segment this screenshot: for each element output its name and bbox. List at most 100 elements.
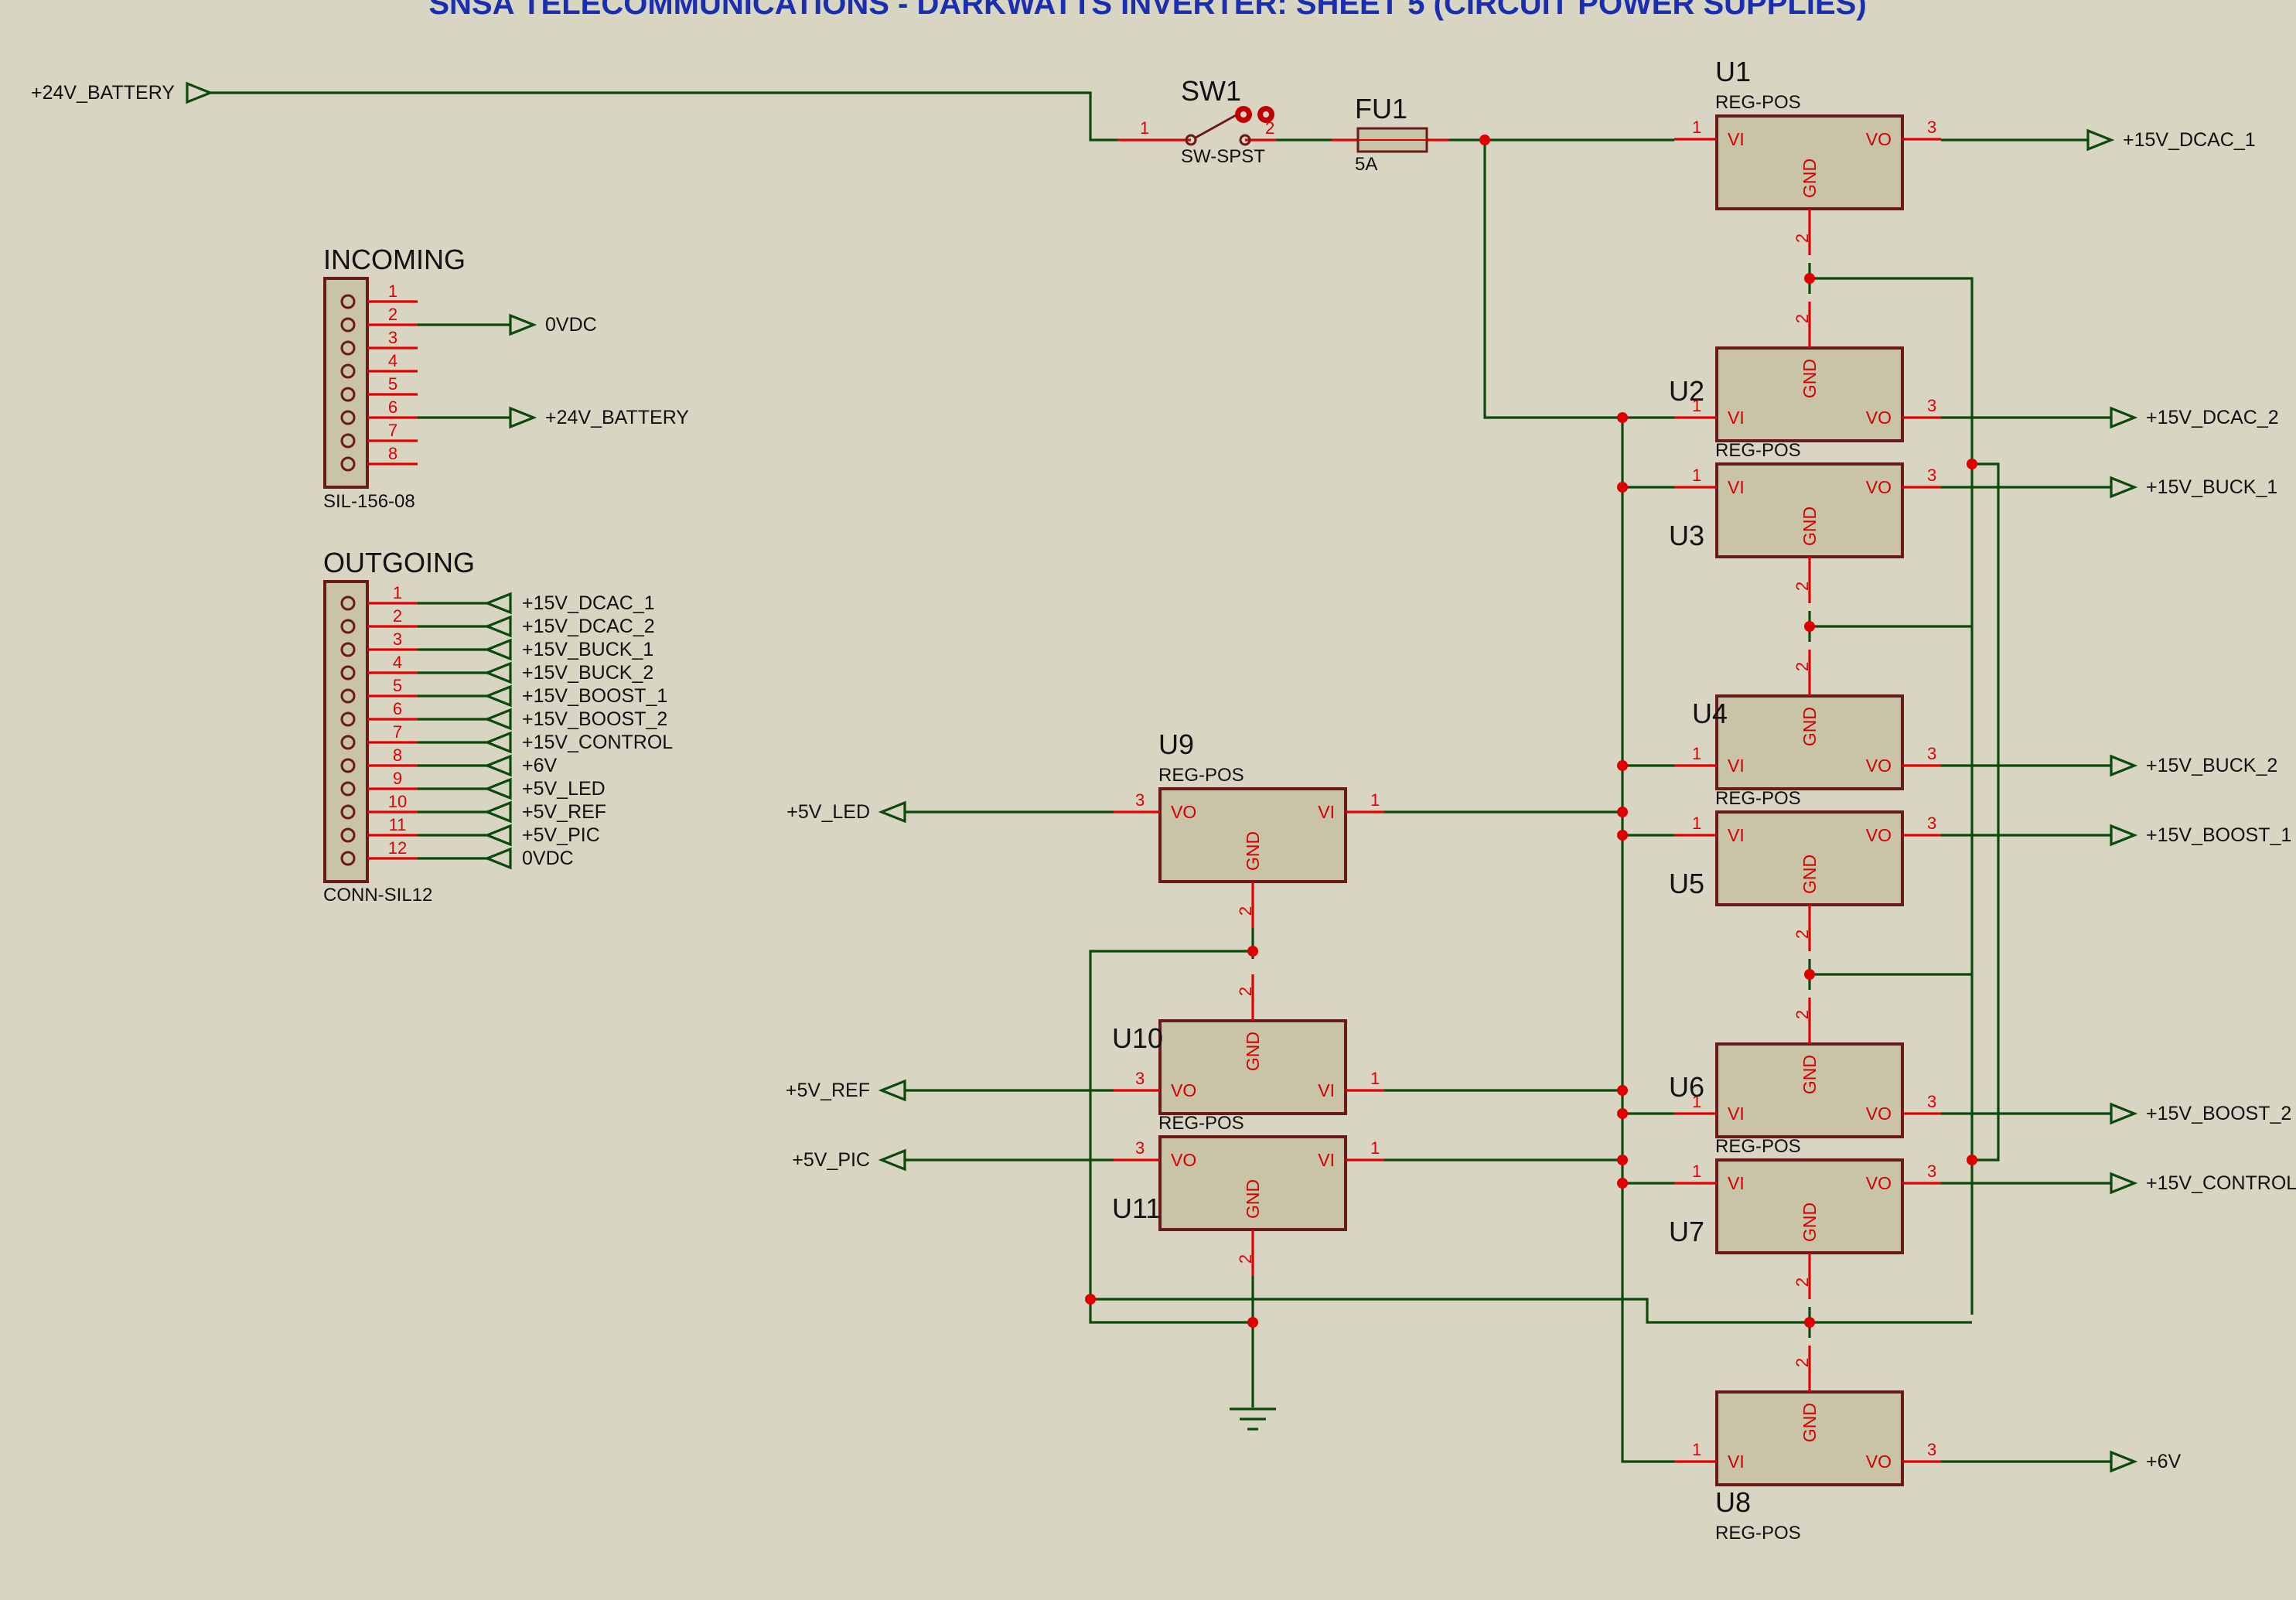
regulator-value: REG-POS [1715,92,1801,113]
regulator-value: REG-POS [1715,1523,1801,1544]
regulator-body [1715,694,1904,790]
incoming-pin-8: 8 [388,444,397,463]
pin-label-left: VI [1728,1104,1745,1124]
sw1-ref: SW1 [1181,75,1241,107]
pin-label-right: VI [1318,802,1335,822]
pin-number-right: 3 [1927,1092,1936,1111]
outgoing-pin-8: 8 [393,745,402,765]
pin-label-gnd: GND [1800,1403,1820,1442]
pin-number-left: 1 [1692,118,1701,137]
outgoing-pin-10: 10 [388,792,407,811]
outgoing-net-6: +15V_BOOST_2 [522,708,667,730]
pin-number-right: 1 [1370,1069,1380,1088]
pin-number-right: 1 [1370,790,1380,810]
regulator-value: REG-POS [1715,788,1801,809]
pin-number-gnd: 2 [1236,1254,1255,1264]
regulator-ref: U6 [1669,1071,1704,1103]
pin-label-right: VO [1866,1452,1892,1472]
regulator-ref: U3 [1669,520,1704,551]
pin-label-left: VO [1171,1080,1196,1100]
pin-label-right: VI [1318,1080,1335,1100]
fuse-fu1[interactable]: FU1 5A [1332,93,1448,175]
output-label-u3: +15V_BUCK_1 [2146,476,2277,498]
pin-label-right: VO [1866,756,1892,776]
pin-number-gnd: 2 [1236,906,1255,916]
pin-label-left: VI [1728,477,1745,497]
pin-label-gnd: GND [1800,359,1820,398]
pin-label-left: VO [1171,1150,1196,1170]
outgoing-pin-5: 5 [393,676,402,695]
incoming-pin-3: 3 [388,328,397,347]
wires [210,91,2111,1463]
outgoing-net-7: +15V_CONTROL [522,732,673,753]
regulator-value: REG-POS [1715,1136,1801,1157]
regulator-body [1715,1042,1904,1138]
pin-label-right: VI [1318,1150,1335,1170]
incoming-pin-7: 7 [388,421,397,440]
incoming-pin-4: 4 [388,351,397,370]
outgoing-pin-4: 4 [393,653,402,672]
pin-number-right: 3 [1927,396,1936,415]
regulator-body [1715,346,1904,442]
pin-label-left: VI [1728,1452,1745,1472]
regulator-ref: U11 [1112,1192,1161,1224]
regulator-ref: U8 [1715,1486,1751,1518]
incoming-part: SIL-156-08 [323,491,415,512]
pin-number-gnd: 2 [1793,1358,1812,1367]
pin-label-right: VO [1866,408,1892,428]
regulator-body [1158,1019,1347,1115]
pin-label-left: VI [1728,129,1745,149]
pin-number-left: 3 [1135,790,1145,810]
switch-sw1[interactable]: 1 2 SW1 SW-SPST [1117,75,1276,167]
output-label-u4: +15V_BUCK_2 [2146,755,2277,776]
outgoing-net-8: +6V [522,755,558,776]
outgoing-connector[interactable]: OUTGOING CONN-SIL12 1+15V_DCAC_12+15V_DC… [323,547,673,906]
pin-label-gnd: GND [1800,159,1820,198]
regulator-body [1715,1390,1904,1486]
pin-number-left: 3 [1135,1138,1145,1158]
pin-number-gnd: 2 [1793,582,1812,591]
outgoing-pin-11: 11 [389,815,407,834]
sw1-value: SW-SPST [1181,146,1265,167]
incoming-pin-2: 2 [388,305,397,324]
terminals [186,81,2138,1473]
outgoing-pin-12: 12 [388,838,407,858]
output-label-u8: +6V [2146,1451,2182,1472]
pin-label-left: VI [1728,825,1745,845]
pin-label-right: VO [1866,825,1892,845]
regulator-body [1158,1135,1347,1231]
outgoing-pin-2: 2 [393,606,402,626]
outgoing-pin-1: 1 [393,583,402,602]
pin-number-left: 1 [1692,814,1701,833]
outgoing-title: OUTGOING [323,547,475,578]
output-label-u10: +5V_REF [786,1080,870,1101]
output-label-u5: +15V_BOOST_1 [2146,824,2291,846]
pin-number-right: 3 [1927,466,1936,485]
output-label-u7: +15V_CONTROL [2146,1172,2296,1194]
pin-number-right: 3 [1927,1162,1936,1181]
pin-number-left: 1 [1692,744,1701,763]
incoming-net-0vdc: 0VDC [545,314,597,336]
battery-terminal-label: +24V_BATTERY [31,82,175,104]
pin-label-gnd: GND [1800,507,1820,546]
outgoing-pin-3: 3 [393,629,402,649]
pin-label-left: VI [1728,408,1745,428]
pin-number-left: 1 [1692,396,1701,415]
incoming-pin-6: 6 [388,397,397,417]
pin-label-left: VO [1171,802,1196,822]
outgoing-pin-6: 6 [393,699,402,718]
